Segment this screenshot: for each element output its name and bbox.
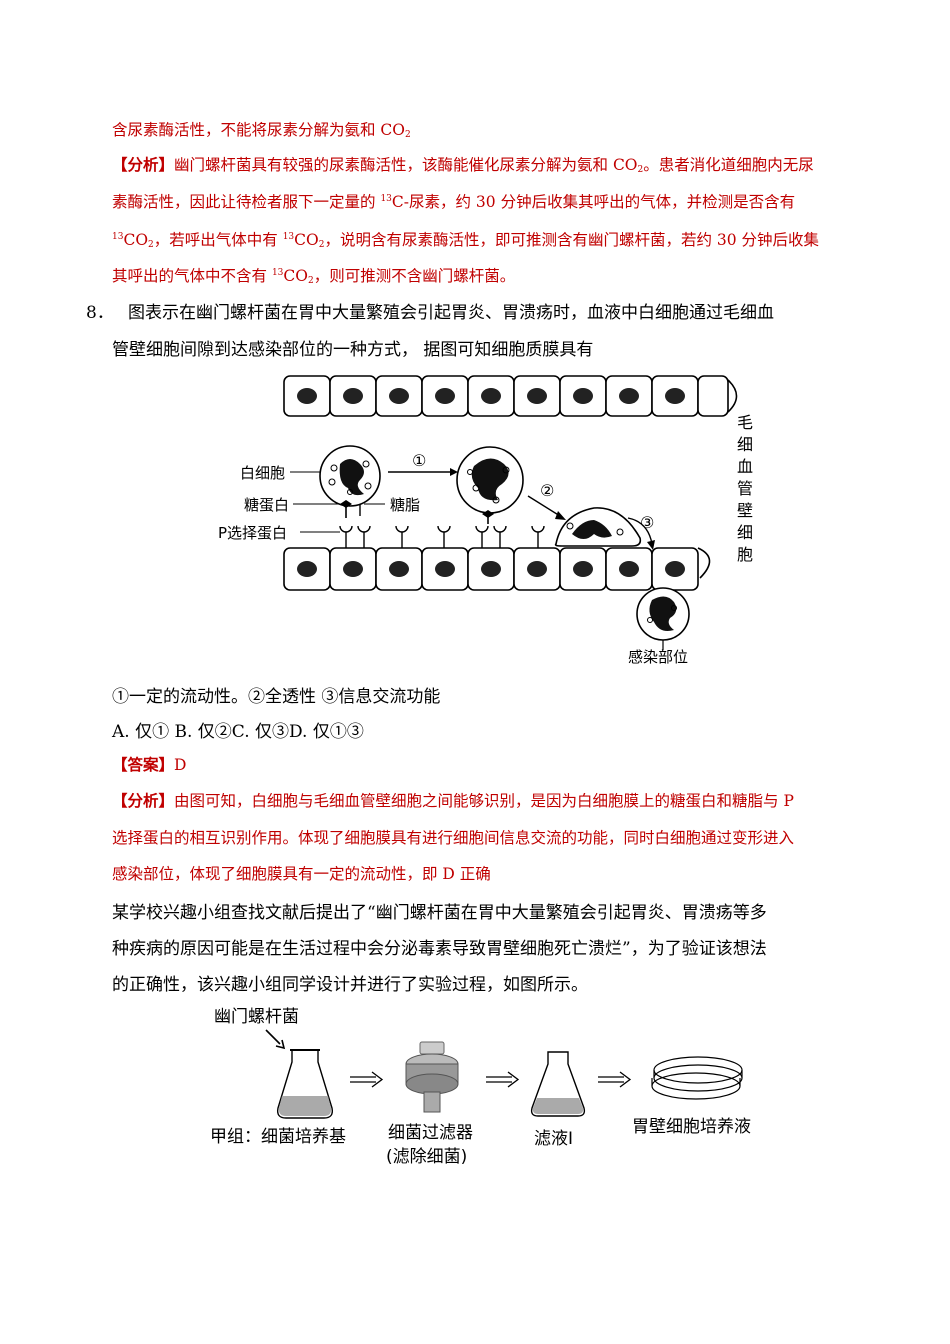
process-arrow-2 [486,1071,520,1088]
label-capillary-wall-cells: 毛 细 血 管 壁 细 胞 [737,413,753,564]
white-blood-cell-3 [554,507,642,547]
svg-text:血: 血 [737,457,753,476]
svg-text:毛: 毛 [737,413,753,432]
p-selectin-receptors [339,525,545,548]
prev-answer-line: 含尿素酶活性，不能将尿素分解为氨和 CO2 [112,121,411,140]
prev-analysis-line-2: 素酶活性，因此让待检者服下一定量的 13C-尿素，约 30 分钟后收集其呼出的气… [112,193,796,211]
process-arrow-3 [598,1071,632,1088]
svg-text:胞: 胞 [737,545,753,564]
white-blood-cell-1 [319,445,381,518]
label-filter: 细菌过滤器 [388,1123,473,1143]
analysis-line-3: 感染部位，体现了细胞膜具有一定的流动性，即 D 正确 [112,865,491,883]
label-step-2: ② [540,481,554,500]
leukocyte-extravasation-figure: 白细胞 糖蛋白 糖脂 P选择蛋白 ① ② ③ 感染部位 毛 细 血 管 壁 细 … [218,375,753,666]
question-stem-line-2: 管壁细胞间隙到达感染部位的一种方式， 据图可知细胞质膜具有 [112,340,594,360]
label-glycoprotein: 糖蛋白 [244,496,289,514]
label-white-blood-cell: 白细胞 [240,464,285,482]
svg-text:壁: 壁 [737,501,753,520]
svg-text:管: 管 [737,479,753,498]
bacterial-filter-icon [405,1041,459,1113]
analysis-line-2: 选择蛋白的相互识别作用。体现了细胞膜具有进行细胞间信息交流的功能，同时白细胞通过… [112,829,795,847]
label-glycolipid: 糖脂 [390,496,420,514]
label-culture-medium: 胃壁细胞培养液 [632,1117,751,1137]
question-number: 8． [86,303,114,323]
capillary-cells-top-row [283,375,729,417]
experiment-procedure-figure: 幽门螺杆菌 甲组：细菌培养基 细菌过滤器 (滤除细菌) 滤液Ⅰ [210,1007,751,1167]
label-infection-site: 感染部位 [628,648,688,666]
nuclei-bottom-row [297,561,685,577]
white-blood-cell-2 [456,446,524,524]
svg-text:细: 细 [737,435,753,454]
prev-analysis-line-3: 13CO2，若呼出气体中有 13CO2，说明含有尿素酶活性，即可推测含有幽门螺杆… [112,231,820,250]
next-question-line-3: 的正确性，该兴趣小组同学设计并进行了实验过程，如图所示。 [112,975,588,995]
next-question-line-2: 种疾病的原因可能是在生活过程中会分泌毒素导致胃壁细胞死亡溃烂”，为了验证该想法 [112,939,767,959]
label-filter-note: (滤除细菌) [386,1147,467,1167]
label-filtrate: 滤液Ⅰ [534,1129,573,1149]
label-p-selectin: P选择蛋白 [218,524,287,542]
prev-analysis-line-1: 【分析】幽门螺杆菌具有较强的尿素酶活性，该酶能催化尿素分解为氨和 CO2。患者消… [112,155,814,175]
nuclei-top-row [297,388,685,404]
svg-text:细: 细 [737,523,753,542]
filtrate-flask-icon [530,1051,586,1117]
next-question-line-1: 某学校兴趣小组查找文献后提出了“幽门螺杆菌在胃中大量繁殖会引起胃炎、胃溃疡等多 [112,903,767,923]
label-bacteria: 幽门螺杆菌 [214,1007,299,1027]
white-blood-cell-4 [636,587,690,650]
statements: ①一定的流动性。②全透性 ③信息交流功能 [112,687,441,707]
analysis-line-1: 【分析】由图可知，白细胞与毛细血管壁细胞之间能够识别，是因为白细胞膜上的糖蛋白和… [112,791,794,810]
options: A. 仅① B. 仅②C. 仅③D. 仅①③ [112,722,364,742]
label-group-a: 甲组：细菌培养基 [210,1127,346,1147]
culture-flask-icon [276,1049,334,1119]
prev-analysis-line-4: 其呼出的气体中不含有 13CO2，则可推测不含幽门螺杆菌。 [112,267,516,286]
question-stem-line-1: 图表示在幽门螺杆菌在胃中大量繁殖会引起胃炎、胃溃疡时，血液中白细胞通过毛细血 [128,303,774,323]
petri-dish-icon [651,1056,743,1100]
label-step-3: ③ [640,513,654,532]
label-step-1: ① [412,451,426,470]
process-arrow-1 [350,1071,384,1088]
answer-line: 【答案】D [112,755,187,774]
